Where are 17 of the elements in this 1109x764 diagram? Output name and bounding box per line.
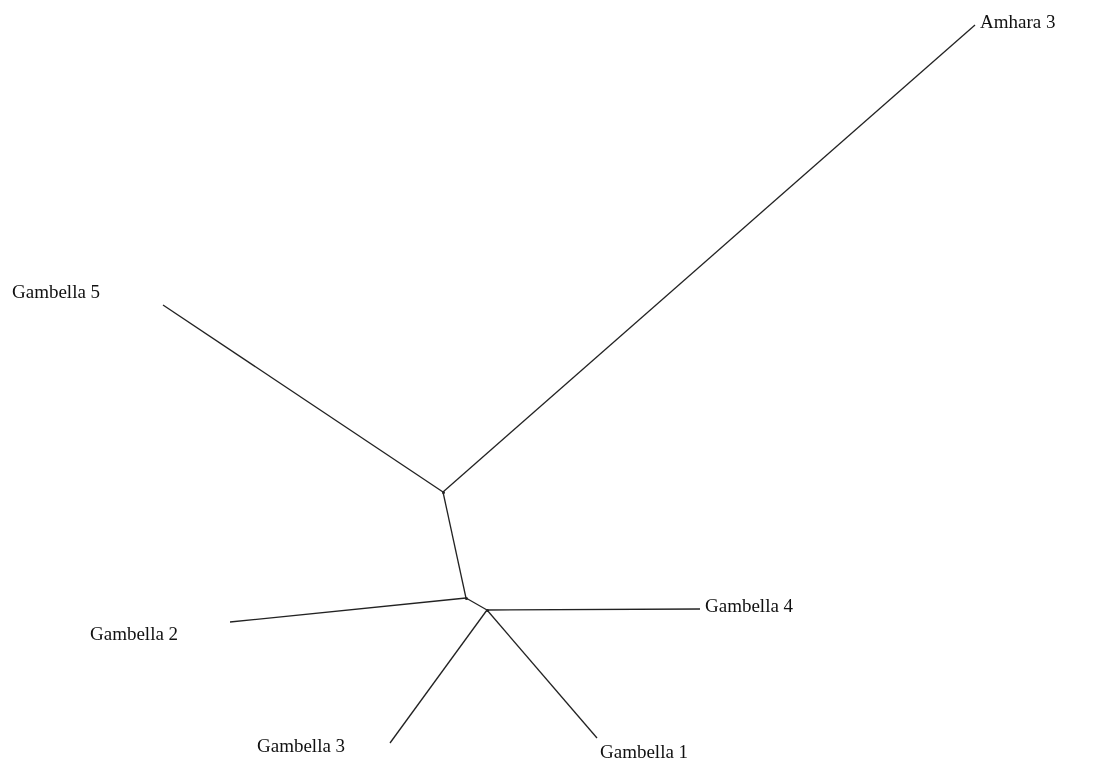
leaf-label: Gambella 1	[598, 740, 691, 764]
branch-node	[464, 596, 468, 600]
leaf-label: Gambella 5	[10, 280, 103, 304]
tree-branch	[162, 304, 444, 493]
tree-branch	[486, 609, 598, 739]
tree-branch	[442, 24, 976, 493]
branch-node	[441, 490, 445, 494]
leaf-label: Amhara 3	[978, 10, 1058, 34]
tree-branch	[486, 608, 701, 611]
tree-branch	[465, 597, 488, 611]
leaf-label: Gambella 4	[703, 594, 796, 618]
tree-branch	[442, 491, 467, 599]
branch-node	[485, 608, 489, 612]
tree-branch	[389, 609, 488, 744]
leaf-label: Gambella 2	[88, 622, 181, 646]
leaf-label: Gambella 3	[255, 734, 348, 758]
tree-branch	[229, 597, 467, 623]
